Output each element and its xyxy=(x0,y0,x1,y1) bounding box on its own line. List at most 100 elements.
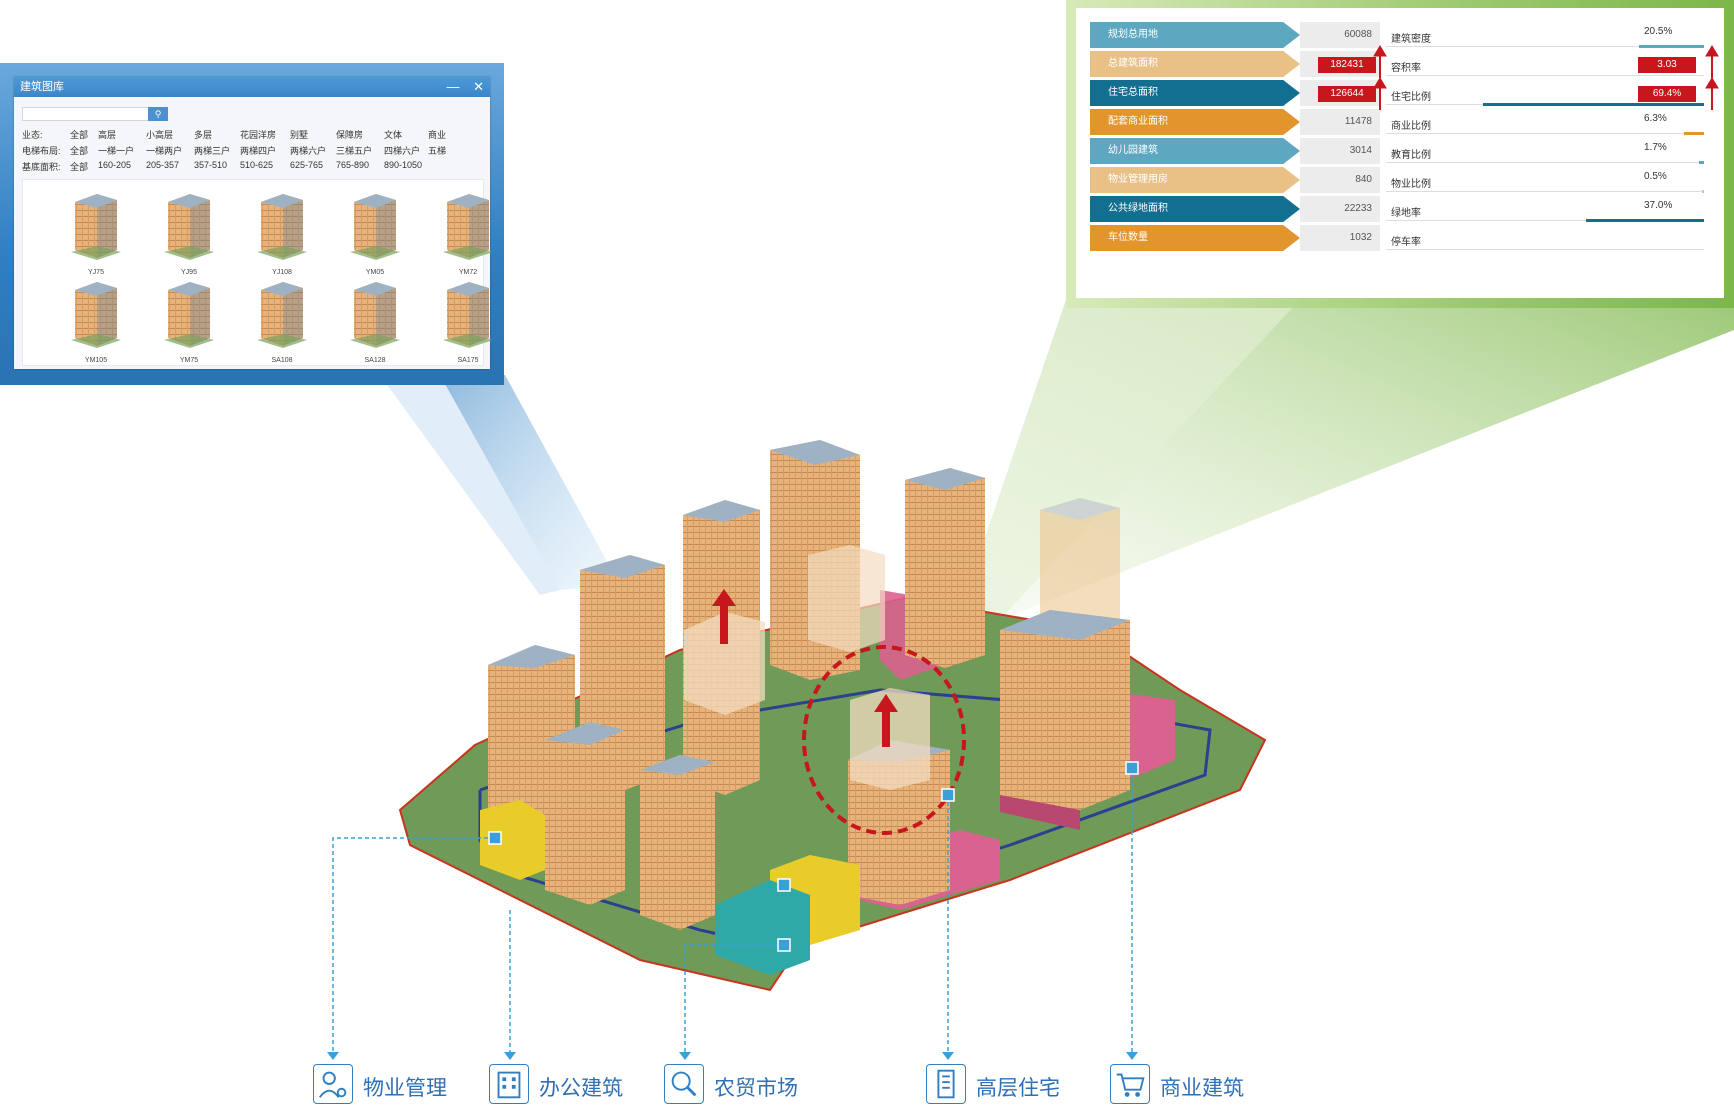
filter-option[interactable]: 文体 xyxy=(384,130,403,140)
filter-option[interactable]: 357-510 xyxy=(194,160,228,170)
filter-option[interactable]: 一梯一户 xyxy=(98,146,135,156)
search-icon[interactable]: ⚲ xyxy=(148,107,168,121)
model-thumbnail[interactable]: YM105 xyxy=(61,276,131,364)
filter-option[interactable]: 保障房 xyxy=(336,130,364,140)
ratio-value-highlight: 69.4% xyxy=(1638,86,1696,102)
model-label: YM75 xyxy=(179,357,199,364)
legend-label: 物业管理 xyxy=(363,1077,447,1100)
stat-value-highlight: 182431 xyxy=(1318,57,1376,73)
filter-option[interactable]: 花园洋房 xyxy=(240,130,277,140)
legend-item[interactable]: 农贸市场 xyxy=(664,1064,824,1108)
model-label: SA175 xyxy=(457,357,479,364)
legend-item[interactable]: 高层住宅 xyxy=(926,1064,1086,1108)
filter-option[interactable]: 765-890 xyxy=(336,160,370,170)
stat-label: 车位数量 xyxy=(1090,225,1300,251)
library-beam xyxy=(380,375,620,595)
ratio-track xyxy=(1386,191,1704,192)
model-label: YJ75 xyxy=(88,269,104,276)
filter-option[interactable]: 两梯六户 xyxy=(290,146,327,156)
filter-option[interactable]: 三梯五户 xyxy=(336,146,373,156)
filter-option[interactable]: 小高层 xyxy=(146,130,174,140)
callout-lines xyxy=(332,768,1133,1052)
filter-option[interactable]: 多层 xyxy=(194,130,213,140)
library-title: 建筑图库 xyxy=(20,81,64,93)
stat-label: 配套商业面积 xyxy=(1090,109,1300,135)
filter-option[interactable]: 四梯六户 xyxy=(384,146,421,156)
building-model-icon xyxy=(350,282,400,348)
filter-option[interactable]: 全部 xyxy=(70,130,89,140)
legend-item[interactable]: 物业管理 xyxy=(313,1064,473,1108)
model-label: YJ95 xyxy=(181,269,197,276)
ratio-label: 教育比例 xyxy=(1391,150,1431,161)
filter-option[interactable]: 全部 xyxy=(70,146,89,156)
legend-item[interactable]: 商业建筑 xyxy=(1110,1064,1270,1108)
filter-option[interactable]: 625-765 xyxy=(290,160,324,170)
ratio-bar xyxy=(1699,161,1704,164)
filter-option[interactable]: 一梯两户 xyxy=(146,146,183,156)
filter-option[interactable]: 商业 xyxy=(428,130,447,140)
stat-value: 22233 xyxy=(1300,196,1380,222)
filter-option[interactable]: 高层 xyxy=(98,130,117,140)
model-thumbnail[interactable]: YM75 xyxy=(154,276,224,364)
ratio-value: 1.7% xyxy=(1644,142,1667,153)
model-thumbnail[interactable]: YJ108 xyxy=(247,188,317,276)
filter-option[interactable]: 510-625 xyxy=(240,160,274,170)
highrise-icon xyxy=(926,1064,966,1104)
model-thumbnail[interactable]: YM05 xyxy=(340,188,410,276)
filter-option[interactable]: 全部 xyxy=(70,162,89,172)
ratio-label: 容积率 xyxy=(1391,63,1421,74)
stat-value: 3014 xyxy=(1300,138,1380,164)
legend-label: 高层住宅 xyxy=(976,1077,1060,1100)
stat-value: 1032 xyxy=(1300,225,1380,251)
filter-option[interactable]: 两梯四户 xyxy=(240,146,277,156)
building-library-window: 建筑图库 — ✕ ⚲ 业态:全部高层小高层多层花园洋房别墅保障房文体商业电梯布局… xyxy=(14,77,493,369)
close-icon[interactable]: ✕ xyxy=(473,79,484,94)
library-search-input[interactable] xyxy=(22,107,149,121)
filter-option[interactable]: 205-357 xyxy=(146,160,180,170)
ratio-value: 37.0% xyxy=(1644,200,1673,211)
ratio-label: 绿地率 xyxy=(1391,208,1421,219)
ratio-label: 停车率 xyxy=(1391,237,1421,248)
ratio-bar xyxy=(1684,132,1704,135)
building-model-icon xyxy=(443,194,493,260)
shopping-cart-icon xyxy=(1110,1064,1150,1104)
filter-option[interactable]: 两梯三户 xyxy=(194,146,231,156)
market-search-icon xyxy=(664,1064,704,1104)
stat-label: 幼儿园建筑 xyxy=(1090,138,1300,164)
building-model-icon xyxy=(257,282,307,348)
ratio-value: 6.3% xyxy=(1644,113,1667,124)
filter-option[interactable]: 五梯 xyxy=(428,146,447,156)
legend-item[interactable]: 办公建筑 xyxy=(489,1064,649,1108)
ratio-bar xyxy=(1702,190,1704,193)
filter-option[interactable]: 别墅 xyxy=(290,130,309,140)
ratio-track xyxy=(1386,75,1704,76)
building-model-icon xyxy=(257,194,307,260)
model-thumbnail[interactable]: SA175 xyxy=(433,276,503,364)
model-thumbnail[interactable]: YJ95 xyxy=(154,188,224,276)
filter-option[interactable]: 890-1050 xyxy=(384,160,423,170)
model-thumbnail[interactable]: YM72 xyxy=(433,188,503,276)
model-thumbnail[interactable]: SA128 xyxy=(340,276,410,364)
minimize-icon[interactable]: — xyxy=(446,79,460,94)
ratio-value: 20.5% xyxy=(1644,26,1673,37)
filter-option[interactable]: 160-205 xyxy=(98,160,132,170)
legend-label: 商业建筑 xyxy=(1160,1077,1244,1100)
ratio-track xyxy=(1386,46,1704,47)
callout-markers xyxy=(488,761,1139,952)
model-label: YM105 xyxy=(84,357,108,364)
legend-label: 农贸市场 xyxy=(714,1077,798,1100)
model-thumbnail[interactable]: SA108 xyxy=(247,276,317,364)
stat-value: 60088 xyxy=(1300,22,1380,48)
model-thumbnail[interactable]: YJ75 xyxy=(61,188,131,276)
library-titlebar[interactable]: 建筑图库 — ✕ xyxy=(14,77,490,97)
ratio-value-highlight: 3.03 xyxy=(1638,57,1696,73)
